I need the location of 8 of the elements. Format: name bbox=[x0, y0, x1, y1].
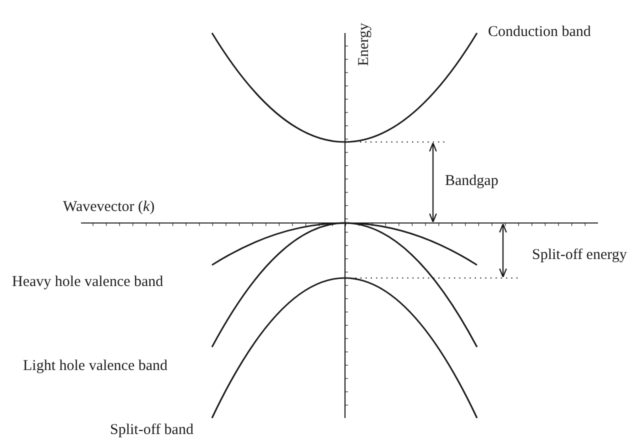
dimension-label: Split-off energy bbox=[532, 247, 627, 264]
axis-label: Energy bbox=[356, 22, 372, 66]
band-label: Heavy hole valence band bbox=[12, 274, 164, 290]
band-label: Light hole valence band bbox=[23, 358, 168, 374]
dimension-label: Bandgap bbox=[445, 173, 498, 190]
band-label: Split-off band bbox=[110, 422, 194, 438]
band-label: Conduction band bbox=[488, 24, 591, 40]
axis-label: Wavevector (k) bbox=[63, 199, 155, 216]
